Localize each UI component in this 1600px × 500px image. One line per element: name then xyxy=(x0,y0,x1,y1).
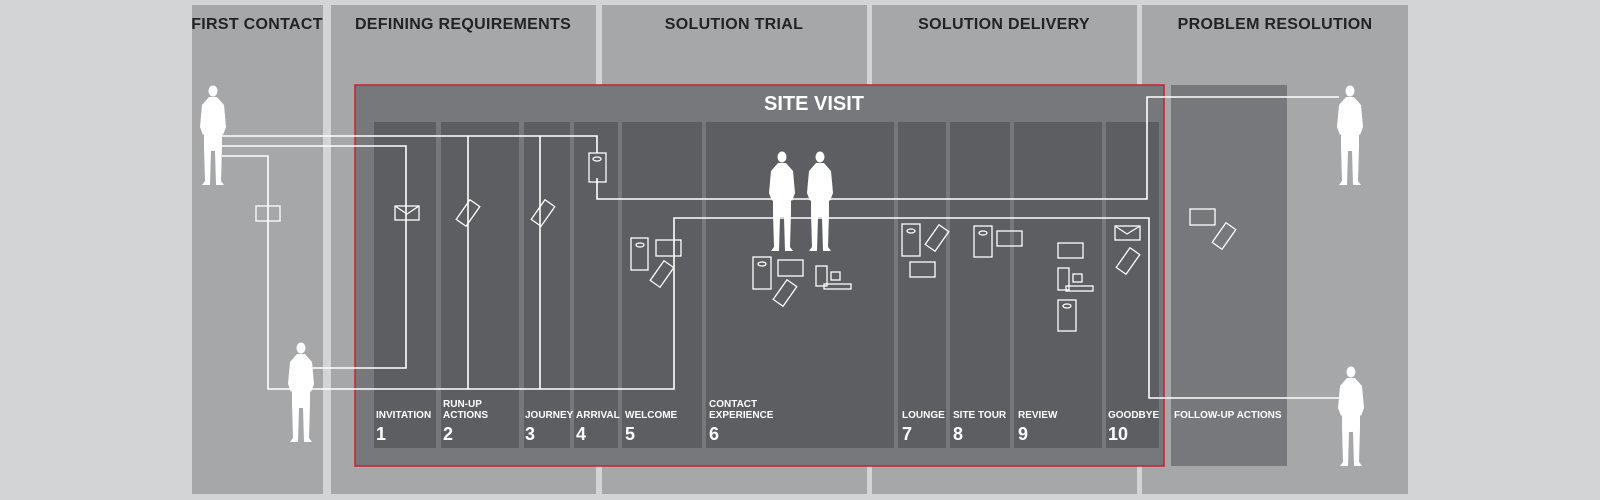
step-label: INVITATION xyxy=(376,410,431,421)
step-label-line2: ACTIONS xyxy=(443,410,488,421)
follow-up-panel xyxy=(1171,85,1287,466)
desktop-computer-icon xyxy=(588,152,607,183)
step-columns xyxy=(374,122,1159,448)
step-label: SITE TOUR xyxy=(953,410,1007,421)
envelope-icon xyxy=(394,205,420,221)
site-visit-title: SITE VISIT xyxy=(764,93,864,115)
monitor-icon xyxy=(777,259,804,277)
step-number: 10 xyxy=(1108,424,1128,444)
desktop-computer-icon xyxy=(973,225,993,258)
journey-connection-lines xyxy=(222,96,1340,399)
step-label: REVIEW xyxy=(1018,410,1058,421)
step-label: RUN-UP xyxy=(443,399,482,410)
step-number: 5 xyxy=(625,424,635,444)
step-number: 6 xyxy=(709,424,719,444)
smartphone-icon xyxy=(772,278,798,308)
smartphone-icon xyxy=(649,259,675,289)
monitor-icon xyxy=(996,230,1023,247)
desktop-computer-icon xyxy=(630,237,649,271)
step-column-arrival xyxy=(574,122,618,448)
monitor-icon xyxy=(1057,242,1084,259)
step-number: 1 xyxy=(376,424,386,444)
monitor-icon xyxy=(909,261,936,278)
step-number: 8 xyxy=(953,424,963,444)
step-column-site-tour xyxy=(950,122,1010,448)
smartphone-icon xyxy=(1115,246,1141,276)
step-column-goodbye xyxy=(1106,122,1159,448)
step-number: 9 xyxy=(1018,424,1028,444)
step-label-line2: EXPERIENCE xyxy=(709,410,774,421)
phase-label-problem-resolution: PROBLEM RESOLUTION xyxy=(1178,16,1373,33)
step-labels: INVITATION 1 RUN-UP ACTIONS 2 JOURNEY 3 … xyxy=(376,399,1282,444)
tablet-icon xyxy=(255,205,281,222)
desktop-computer-icon xyxy=(1057,299,1077,332)
follow-up-actions-label: FOLLOW-UP ACTIONS xyxy=(1174,410,1282,421)
step-label: ARRIVAL xyxy=(576,410,620,421)
monitor-icon xyxy=(1189,208,1216,226)
phase-labels: FIRST CONTACT DEFINING REQUIREMENTS SOLU… xyxy=(191,16,1372,33)
step-column-invitation xyxy=(374,122,436,448)
phase-label-solution-trial: SOLUTION TRIAL xyxy=(665,16,803,33)
desktop-computer-icon xyxy=(752,256,772,290)
step-column-lounge xyxy=(898,122,946,448)
phase-label-defining-requirements: DEFINING REQUIREMENTS xyxy=(355,16,571,33)
step-number: 7 xyxy=(902,424,912,444)
step-number: 3 xyxy=(525,424,535,444)
monitor-icon xyxy=(655,239,682,257)
smartphone-icon xyxy=(924,223,950,253)
step-column-journey xyxy=(524,122,570,448)
smartphone-icon xyxy=(455,198,481,228)
phase-label-first-contact: FIRST CONTACT xyxy=(191,16,323,33)
desktop-computer-icon xyxy=(1057,267,1094,292)
site-visit-highlight-border xyxy=(354,84,1165,467)
smartphone-icon xyxy=(1211,221,1237,251)
step-label: LOUNGE xyxy=(902,410,945,421)
step-label: CONTACT xyxy=(709,399,757,410)
phase-column-first-contact xyxy=(192,5,323,494)
smartphone-icon xyxy=(530,198,556,228)
desktop-computer-icon xyxy=(901,223,921,257)
step-number: 2 xyxy=(443,424,453,444)
device-icons xyxy=(255,152,1237,332)
step-label: JOURNEY xyxy=(525,410,574,421)
desktop-computer-icon xyxy=(815,265,852,290)
step-label: GOODBYE xyxy=(1108,410,1159,421)
step-column-run-up-actions xyxy=(441,122,519,448)
step-number: 4 xyxy=(576,424,586,444)
step-column-contact-experience xyxy=(706,122,894,448)
phase-label-solution-delivery: SOLUTION DELIVERY xyxy=(918,16,1090,33)
envelope-icon xyxy=(1114,225,1141,241)
step-label: WELCOME xyxy=(625,410,678,421)
